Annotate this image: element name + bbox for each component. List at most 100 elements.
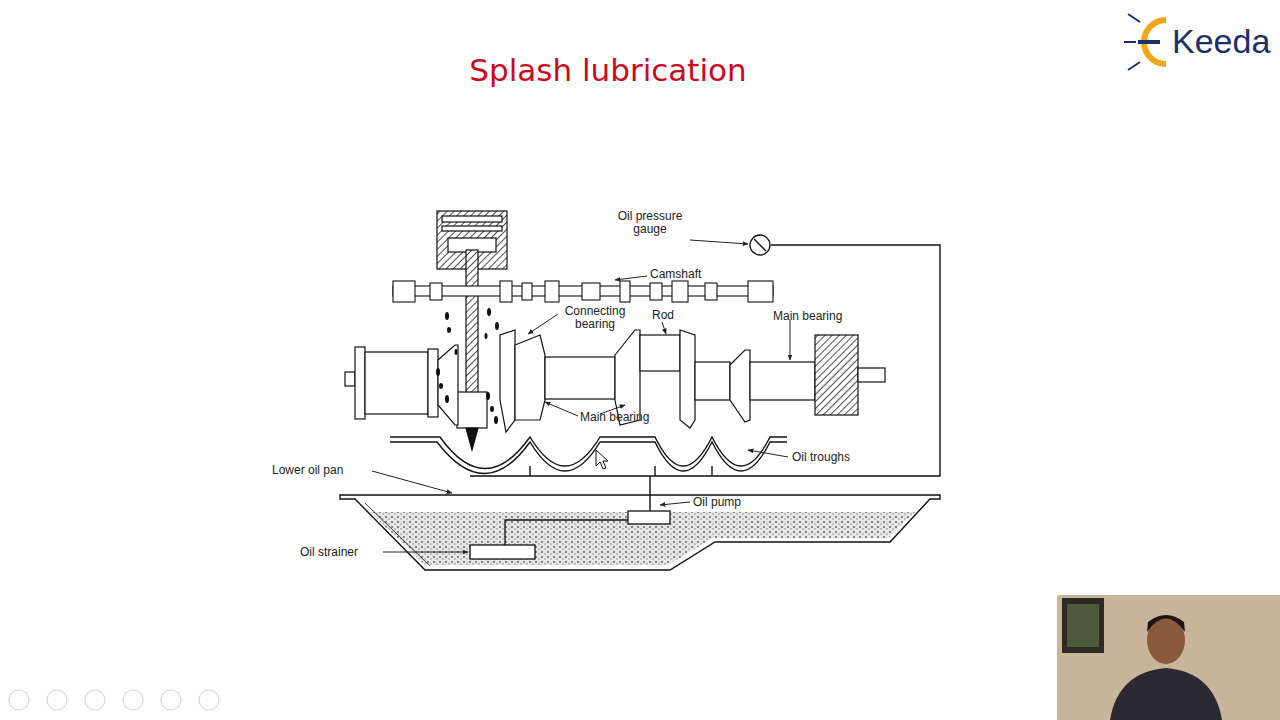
crankshaft [500, 330, 515, 432]
mouse-cursor [596, 450, 608, 469]
camshaft [393, 281, 773, 302]
crankshaft [428, 349, 438, 417]
connecting-rod [466, 250, 478, 395]
connecting-rod [457, 392, 487, 428]
leader-line [383, 552, 468, 553]
crankshaft [680, 330, 695, 428]
part-label: Connecting bearing [556, 305, 634, 331]
oil-splash [445, 312, 449, 320]
oil-splash [455, 349, 458, 355]
oil-troughs [390, 442, 787, 474]
oil-pan [365, 503, 430, 566]
camshaft [430, 283, 442, 300]
nav-icons [9, 690, 29, 710]
logo-symbol [1124, 14, 1166, 70]
oil-splash [439, 383, 443, 389]
oil-pan [340, 495, 940, 570]
connecting-rod [466, 428, 478, 450]
leader-line [790, 320, 791, 360]
crankshaft [730, 350, 750, 422]
crankshaft [365, 352, 428, 414]
nav-icons [9, 690, 219, 710]
piston [442, 226, 502, 231]
nav-icons [161, 690, 181, 710]
oil-splash [487, 308, 491, 316]
part-label: Main bearing [580, 411, 649, 424]
logo-symbol [1124, 41, 1136, 43]
crankshaft [858, 368, 885, 382]
piston [442, 216, 502, 222]
leader-line [372, 240, 790, 552]
camshaft [705, 283, 717, 300]
oil-splash [447, 327, 451, 333]
oil-strainer [470, 545, 535, 559]
logo-symbol [1128, 14, 1140, 22]
webcam-video [1110, 668, 1222, 720]
camshaft [500, 281, 512, 302]
crankshaft [750, 362, 815, 400]
nav-icons [199, 690, 219, 710]
camshaft [582, 283, 600, 300]
nav-icons [123, 690, 143, 710]
camshaft [748, 281, 773, 302]
leader-line [545, 402, 578, 416]
crankshaft [345, 372, 355, 386]
part-label: Main bearing [773, 310, 842, 323]
crankshaft [640, 335, 680, 371]
oil-pipe [470, 245, 940, 476]
oil-pan [340, 495, 940, 570]
oil-splash [436, 368, 440, 376]
oil-splash [445, 395, 449, 403]
part-label: Camshaft [650, 268, 701, 281]
leader-line [528, 314, 558, 334]
leader-line [660, 502, 690, 505]
oil-strainer [470, 520, 628, 559]
oil-splash [436, 308, 499, 424]
part-label: Lower oil pan [272, 464, 343, 477]
webcam-video [1147, 616, 1185, 664]
camshaft [620, 281, 630, 302]
leader-line [690, 240, 748, 244]
oil-troughs [390, 437, 787, 474]
oil-splash [486, 392, 490, 400]
part-label: Rod [652, 309, 674, 322]
oil-pump [628, 511, 670, 524]
part-label: Oil pressure gauge [608, 210, 692, 236]
oil-splash [495, 322, 499, 330]
webcam-video [1147, 615, 1185, 632]
oil-pump [628, 511, 670, 524]
oil-pipe [711, 466, 712, 476]
crankshaft [355, 347, 365, 419]
camshaft [522, 283, 532, 300]
oil-pan [370, 512, 915, 565]
webcam-video [1057, 595, 1280, 720]
crankshaft [815, 335, 858, 415]
oil-splash [490, 406, 494, 412]
crankshaft [515, 335, 545, 420]
crankshaft [438, 345, 458, 425]
leader-line [615, 276, 647, 280]
nav-icons [85, 690, 105, 710]
camshaft [650, 283, 662, 300]
leader-line [372, 471, 452, 493]
webcam-video [1057, 595, 1280, 720]
oil-pipe [529, 466, 530, 476]
camshaft [393, 281, 415, 302]
crankshaft [695, 362, 730, 400]
oil-strainer [505, 520, 628, 545]
crankshaft [345, 330, 885, 432]
logo-symbol [1128, 62, 1140, 70]
pressure-gauge [754, 239, 766, 251]
camshaft [545, 281, 559, 302]
camshaft [672, 281, 688, 302]
webcam-video [1067, 604, 1099, 647]
oil-pipe [470, 245, 940, 511]
leader-line [662, 322, 666, 334]
leader-line [748, 450, 788, 457]
part-label: Oil troughs [792, 451, 850, 464]
pressure-gauge [750, 235, 770, 255]
nav-icons [47, 690, 67, 710]
crankshaft [545, 357, 615, 399]
